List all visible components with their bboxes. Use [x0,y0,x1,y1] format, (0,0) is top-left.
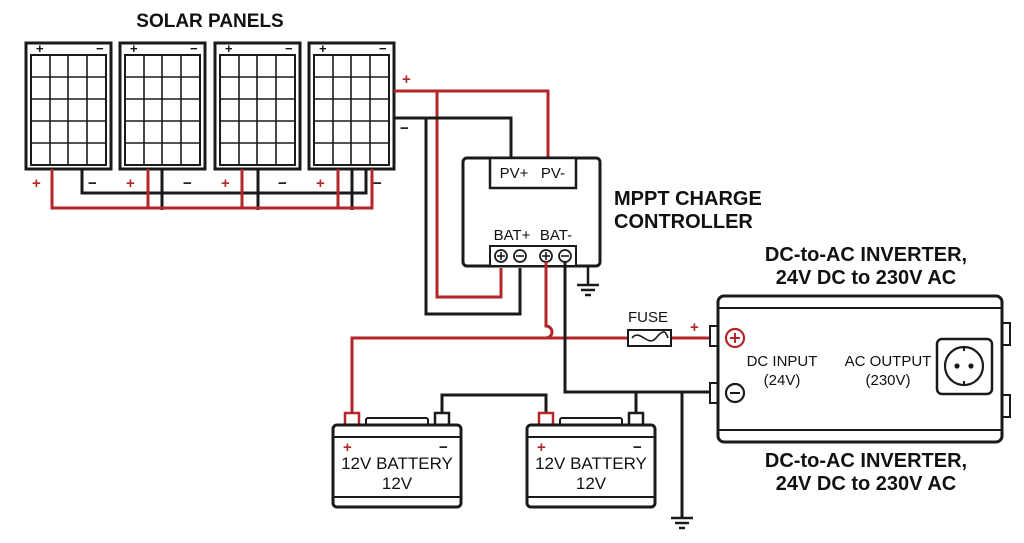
ac-output-voltage: (230V) [865,372,910,389]
controller-title-line1: MPPT CHARGE [614,188,762,210]
battery-2-label: 12V BATTERY [535,454,647,473]
dc-input-label: DC INPUT [747,353,818,370]
fuse-label: FUSE [628,309,668,326]
inverter-title-top-line1: DC-to-AC INVERTER, [765,244,967,266]
solar-panels-title: SOLAR PANELS [136,11,283,32]
battery-negative-wire [440,262,718,518]
panel-3-bottom-minus: − [278,175,287,192]
panel-4-bottom-plus: + [316,175,325,192]
battery-2: + − 12V BATTERY 12V [525,411,657,509]
bat-plus-label: BAT+ [494,227,531,244]
panel-3-top-minus: − [285,41,293,56]
controller-ground-icon [577,266,599,297]
battery-1: + − 12V BATTERY 12V [331,411,463,509]
array-minus-label: − [400,120,409,137]
panel-1-top-plus: + [36,41,44,56]
battery-1-minus: − [439,439,448,456]
solar-panel-4: + − [307,41,396,171]
panel-3-top-plus: + [225,41,233,56]
battery-2-voltage: 12V [576,474,607,493]
ac-outlet-icon [935,337,994,396]
battery-2-minus: − [633,439,642,456]
panel-4-bottom-minus: − [373,175,382,192]
ac-output-label: AC OUTPUT [845,353,932,370]
inverter-ground-icon [671,516,693,530]
panel-1-bottom-plus: + [32,175,41,192]
panel-2-bottom-minus: − [183,175,192,192]
panel-4-top-minus: − [379,41,387,56]
battery-1-voltage: 12V [382,474,413,493]
panel-2-bottom-plus: + [126,175,135,192]
panel-4-top-plus: + [319,41,327,56]
bat-minus-label: BAT- [540,227,572,244]
panel-positive-bus [50,169,374,210]
solar-panel-2: + − [118,41,207,171]
panel-1-top-minus: − [96,41,104,56]
panel-1-bottom-minus: − [88,175,97,192]
panel-2-top-minus: − [190,41,198,56]
inverter-title-bottom-line1: DC-to-AC INVERTER, [765,450,967,472]
pv-plus-label: PV+ [500,165,529,182]
panel-2-top-plus: + [130,41,138,56]
inverter-title-top-line2: 24V DC to 230V AC [776,267,956,289]
panel-3-bottom-plus: + [221,175,230,192]
pv-minus-label: PV- [541,165,565,182]
array-negative-wire [394,116,522,316]
battery-1-plus: + [343,439,352,456]
panel-negative-bus [80,169,368,210]
array-positive-wire [394,89,550,299]
solar-panel-3: + − [213,41,302,171]
solar-panel-1: + − [24,41,113,171]
controller-title-line2: CONTROLLER [614,211,753,233]
inverter-title-bottom-line2: 24V DC to 230V AC [776,473,956,495]
dc-input-voltage: (24V) [764,372,801,389]
battery-2-plus: + [537,439,546,456]
fuse-icon [627,329,672,347]
inverter-positive-marker: + [690,319,699,336]
array-plus-label: + [402,71,411,88]
battery-1-label: 12V BATTERY [341,454,453,473]
inverter: DC INPUT (24V) AC OUTPUT (230V) [709,294,1011,444]
mppt-controller: PV+ PV- BAT+ BAT- [461,156,602,268]
